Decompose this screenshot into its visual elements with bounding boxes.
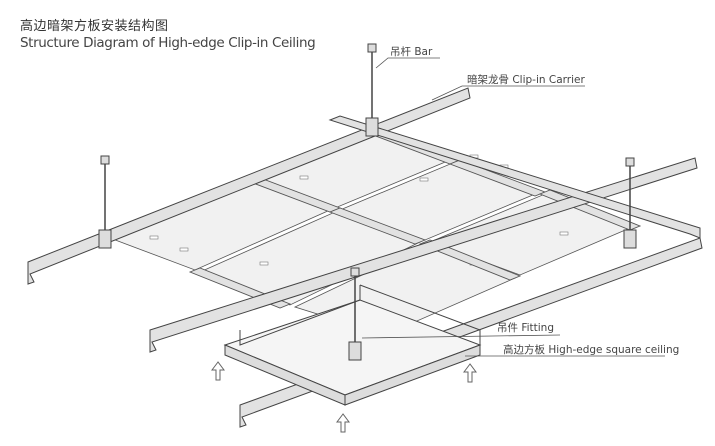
lift-arrows	[211, 361, 477, 433]
label-fitting: 吊件 Fitting	[497, 322, 555, 334]
title-chinese: 高边暗架方板安装结构图	[20, 19, 169, 34]
hanger-rods	[104, 48, 631, 352]
label-high-edge-square-ceiling: 高边方板 High-edge square ceiling	[503, 344, 680, 356]
main-carriers	[27, 87, 703, 428]
hanger-fittings	[98, 43, 637, 361]
label-clip-in-carrier: 暗架龙骨 Clip-in Carrier	[467, 74, 585, 86]
title-english: Structure Diagram of High-edge Clip-in C…	[20, 35, 316, 51]
label-bar: 吊杆 Bar	[390, 46, 433, 58]
ceiling-panels	[108, 129, 632, 336]
leader-lines	[361, 57, 665, 357]
